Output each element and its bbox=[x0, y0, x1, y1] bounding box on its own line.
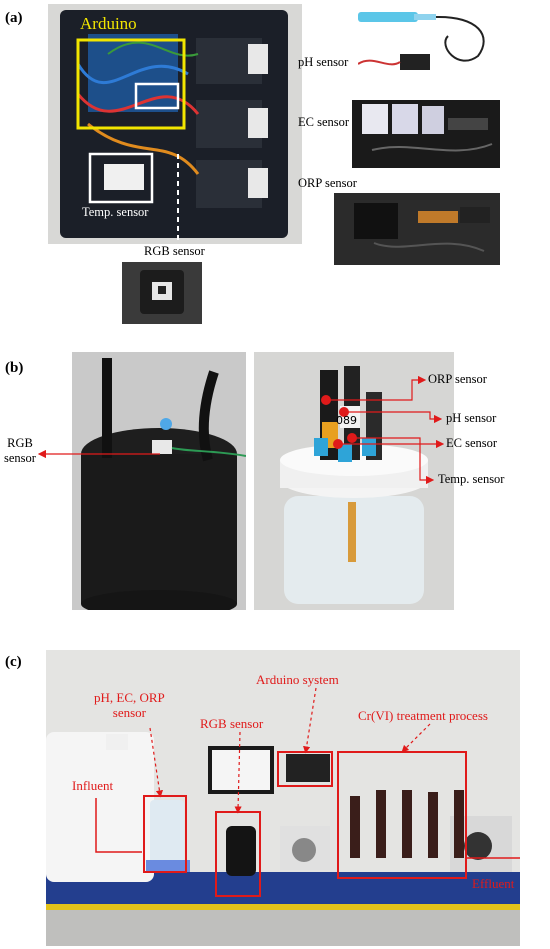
multi-sensor-label: pH, EC, ORP sensor bbox=[94, 690, 165, 720]
influent-label: Influent bbox=[72, 778, 114, 793]
probe-display-text: 089 bbox=[336, 414, 357, 427]
rgb-label-line2: sensor bbox=[4, 451, 36, 465]
rgb-sensor-c-label: RGB sensor bbox=[200, 716, 264, 731]
ph-probe-photo bbox=[358, 6, 498, 76]
ec-sensor-label: EC sensor bbox=[298, 115, 350, 129]
ph-sensor-label: pH sensor bbox=[298, 55, 349, 69]
rgb-sensor-cylinder-photo bbox=[72, 352, 246, 610]
arduino-enclosure-photo bbox=[48, 4, 302, 244]
arduino-label: Arduino bbox=[80, 14, 137, 33]
temp-sensor-label: Temp. sensor bbox=[82, 205, 149, 219]
orp-sensor-label: ORP sensor bbox=[298, 176, 357, 190]
arduino-system-label: Arduino system bbox=[256, 672, 339, 687]
panel-b-label: (b) bbox=[5, 360, 24, 376]
cr-treatment-label: Cr(VI) treatment process bbox=[358, 708, 488, 723]
multi-sensor-line2: sensor bbox=[112, 705, 146, 720]
rgb-sensor-photo bbox=[122, 262, 202, 324]
multi-sensor-line1: pH, EC, ORP bbox=[94, 690, 165, 705]
rgb-sensor-label: RGB sensor bbox=[144, 244, 205, 258]
orp-probe-photo bbox=[334, 193, 500, 265]
panel-a-label: (a) bbox=[5, 10, 23, 26]
ec-probe-photo bbox=[352, 100, 500, 168]
sensor-jar-photo bbox=[254, 352, 454, 610]
ph-sensor-b-label: pH sensor bbox=[446, 411, 497, 425]
orp-sensor-b-label: ORP sensor bbox=[428, 372, 487, 386]
panel-c-label: (c) bbox=[5, 654, 22, 670]
temp-sensor-b-label: Temp. sensor bbox=[438, 472, 505, 486]
effluent-label: Effluent bbox=[472, 876, 515, 891]
rgb-label-line1: RGB bbox=[7, 436, 33, 450]
ec-sensor-b-label: EC sensor bbox=[446, 436, 498, 450]
rgb-sensor-side-label: RGB sensor bbox=[4, 436, 36, 466]
